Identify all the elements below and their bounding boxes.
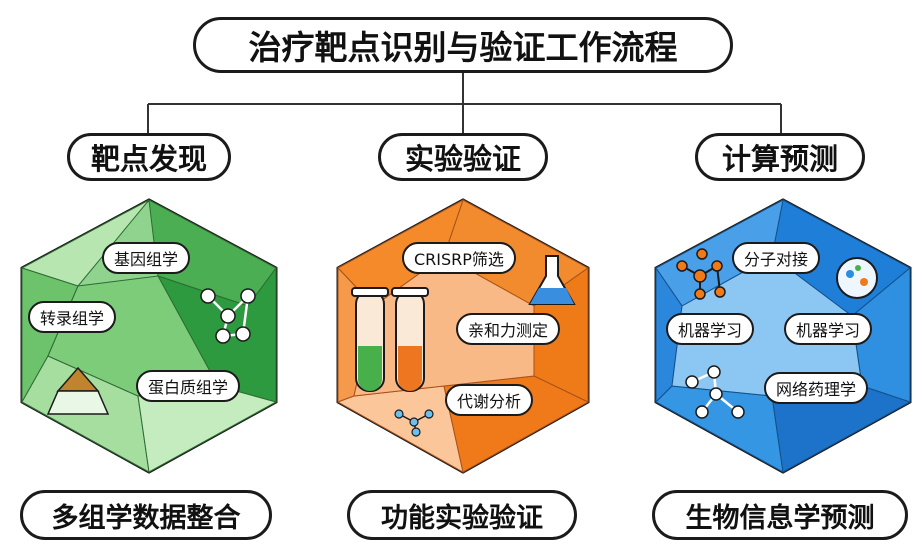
heading-target-discovery: 靶点发现 xyxy=(67,133,231,181)
tag-network-pharmacology: 网络药理学 xyxy=(764,372,869,404)
tag-metabolic-analysis: 代谢分析 xyxy=(445,384,534,416)
heading-computational-prediction: 计算预测 xyxy=(695,133,865,181)
tag-genomics: 基因组学 xyxy=(102,242,191,274)
tag-crispr-screening: CRISRP筛选 xyxy=(402,242,516,274)
tag-molecular-docking: 分子对接 xyxy=(732,242,821,274)
tag-proteomics: 蛋白质组学 xyxy=(136,370,241,402)
green-hexagon xyxy=(20,198,278,474)
footer-multiomics: 多组学数据整合 xyxy=(20,490,272,540)
tag-affinity-assay: 亲和力测定 xyxy=(456,313,561,345)
tag-machine-learning-left: 机器学习 xyxy=(666,313,755,345)
blue-hexagon xyxy=(654,198,912,474)
footer-functional-validation: 功能实验验证 xyxy=(347,490,577,540)
heading-experimental-validation: 实验验证 xyxy=(378,133,548,181)
page-title: 治疗靶点识别与验证工作流程 xyxy=(193,17,733,73)
tag-transcriptomics: 转录组学 xyxy=(28,301,117,333)
tag-machine-learning-right: 机器学习 xyxy=(784,313,873,345)
footer-bioinformatics: 生物信息学预测 xyxy=(652,490,908,540)
